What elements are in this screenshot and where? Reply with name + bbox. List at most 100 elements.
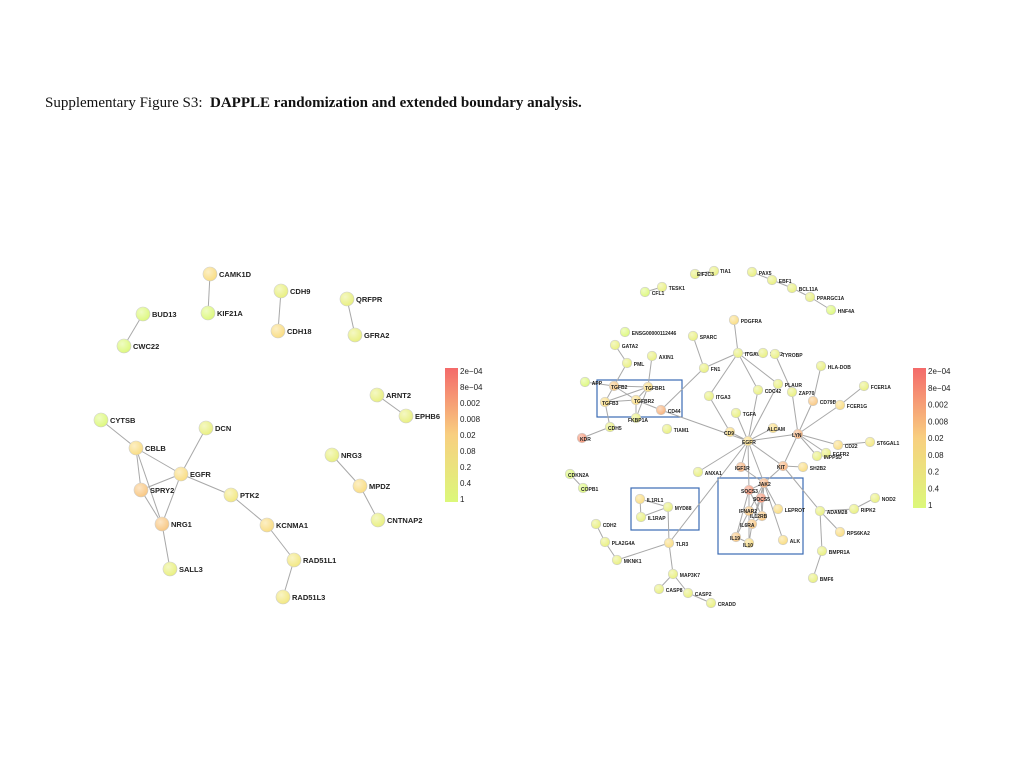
left-node-label-spry2: SPRY2 [150, 486, 174, 495]
right-node-label-hnf4a: HNF4A [838, 309, 855, 315]
right-edge-tgfb3-tgfbr2 [604, 399, 637, 403]
right-node-highlight-tgfbr1 [643, 382, 653, 392]
right-node-highlight-pax5 [747, 267, 757, 277]
caption-prefix: Supplementary Figure S3: [45, 95, 203, 111]
right-node-nod2: NOD2 [869, 492, 896, 504]
module-box-jak [717, 477, 804, 555]
left-node-mpdz: MPDZ [352, 478, 391, 494]
left-node-label-kif21a: KIF21A [217, 309, 243, 318]
left-node-dcn: DCN [198, 420, 231, 436]
right-node-highlight-tgfb3 [600, 397, 610, 407]
right-node-tesk1: TESK1 [656, 281, 685, 293]
right-edge-fn1-cd44 [660, 367, 705, 411]
left-node-cdh18: CDH18 [270, 323, 312, 339]
right-node-label-sh2b2: SH2B2 [810, 466, 826, 472]
right-node-kit: KIT [777, 460, 789, 472]
right-edge-egfr-lyn [747, 433, 799, 442]
right-node-label-tyrobp: TYROBP [782, 353, 804, 359]
right-node-hla-dob: HLA-DOB [815, 360, 851, 372]
right-node-cfl1: CFL1 [639, 286, 665, 298]
right-node-highlight-hla-dob [816, 361, 826, 371]
right-node-cd9: CD9 [724, 426, 736, 438]
right-node-label-lyn: LYN [792, 433, 802, 439]
right-node-label-fkbp1a: FKBP1A [628, 418, 648, 424]
left-node-label-cwc22: CWC22 [133, 342, 159, 351]
right-node-il6ra: IL6RA [740, 518, 758, 530]
right-node-highlight-tiam1 [662, 424, 672, 434]
right-node-label-fgfr2: FGFR2 [833, 452, 850, 458]
right-node-highlight-igf1r [736, 462, 746, 472]
right-node-label-mknk1: MKNK1 [624, 559, 642, 565]
right-node-highlight-fn1 [699, 363, 709, 373]
left-node-label-rad51l3: RAD51L3 [292, 593, 325, 602]
right-network-module-boxes [596, 379, 804, 555]
right-node-label-il1rap: IL1RAP [648, 516, 666, 522]
right-node-label-axin1: AXIN1 [659, 355, 674, 361]
left-node-label-ephb6: EPHB6 [415, 412, 440, 421]
left-node-highlight-ephb6 [399, 409, 413, 423]
right-node-highlight-tia1 [709, 266, 719, 276]
right-node-ripk2: RIPK2 [848, 503, 876, 515]
right-node-cd79b: CD79B [807, 395, 837, 407]
right-edge-cdc42-egfr [747, 389, 759, 442]
right-edge-hla-dob-cd79b [812, 365, 822, 402]
right-node-label-ebf1: EBF1 [779, 279, 792, 285]
right-node-label-itga3: ITGA3 [716, 395, 731, 401]
left-node-highlight-arnt2 [370, 388, 384, 402]
right-node-tgfbr1: TGFBR1 [642, 381, 665, 393]
left-node-ephb6: EPHB6 [398, 408, 440, 424]
right-node-eif2c3: EIF2C3 [689, 268, 714, 280]
left-node-highlight-sall3 [163, 562, 177, 576]
left-legend-tick-8: 1 [460, 495, 465, 504]
right-edge-lyn-fgfr2 [797, 433, 827, 454]
right-node-label-alcam: ALCAM [767, 427, 785, 433]
right-node-adam28: ADAM28 [814, 505, 848, 517]
left-legend-tick-6: 0.2 [460, 463, 472, 472]
right-edge-tlr3-mknk1 [616, 542, 670, 561]
right-node-label-ifnar2: IFNAR2 [739, 509, 757, 515]
right-edge-adam28-ripk2 [819, 508, 855, 512]
right-edge-egfr-jak2 [747, 440, 765, 484]
right-node-label-hla-dob: HLA-DOB [828, 365, 851, 371]
right-node-tlr3: TLR3 [663, 537, 689, 549]
left-node-label-nrg3: NRG3 [341, 451, 362, 460]
left-node-highlight-spry2 [134, 483, 148, 497]
right-node-highlight-inpp5d [812, 451, 822, 461]
right-node-label-il10: IL10 [743, 543, 753, 549]
right-node-highlight-ensg00000112446 [620, 327, 630, 337]
left-node-cwc22: CWC22 [116, 338, 159, 354]
left-node-label-mpdz: MPDZ [369, 482, 391, 491]
right-node-tiam1: TIAM1 [661, 423, 689, 435]
right-node-highlight-gata2 [610, 340, 620, 350]
right-node-pax5: PAX5 [746, 266, 772, 278]
right-node-label-ripk2: RIPK2 [861, 508, 876, 514]
right-node-cradd: CRADD [705, 597, 736, 609]
right-node-highlight-hnf4a [826, 305, 836, 315]
right-node-fkbp1a: FKBP1A [628, 412, 648, 424]
right-node-anxa1: ANXA1 [692, 466, 722, 478]
right-node-highlight-il1rap [636, 512, 646, 522]
left-node-sall3: SALL3 [162, 561, 203, 577]
right-node-tgfbr2: TGFBR2 [630, 394, 654, 406]
right-node-casp2: CASP2 [682, 587, 712, 599]
right-node-highlight-fcer1g [835, 400, 845, 410]
right-legend-tick-5: 0.08 [928, 451, 944, 460]
right-node-highlight-tgfa [731, 408, 741, 418]
right-node-highlight-itgav [733, 348, 743, 358]
right-node-leprot: LEPROT [772, 503, 805, 515]
right-node-bmf6: BMF6 [807, 572, 834, 584]
right-edge-plaur-egfr [747, 383, 779, 442]
right-legend-tick-1: 8e−04 [928, 384, 951, 393]
right-node-il1rl1: IL1RL1 [634, 493, 664, 505]
right-node-highlight-cd79b [808, 396, 818, 406]
right-node-label-cdh2: CDH2 [603, 523, 617, 529]
left-node-highlight-gfra2 [348, 328, 362, 342]
right-node-bcl11a: BCL11A [786, 282, 818, 294]
right-node-highlight-casp2 [683, 588, 693, 598]
left-node-ptk2: PTK2 [223, 487, 259, 503]
right-node-label-tesk1: TESK1 [669, 286, 685, 292]
left-node-cytsb: CYTSB [93, 412, 136, 428]
right-node-tgfb2: TGFB2 [608, 380, 628, 392]
right-node-cdkn2a: CDKN2A [564, 468, 589, 480]
